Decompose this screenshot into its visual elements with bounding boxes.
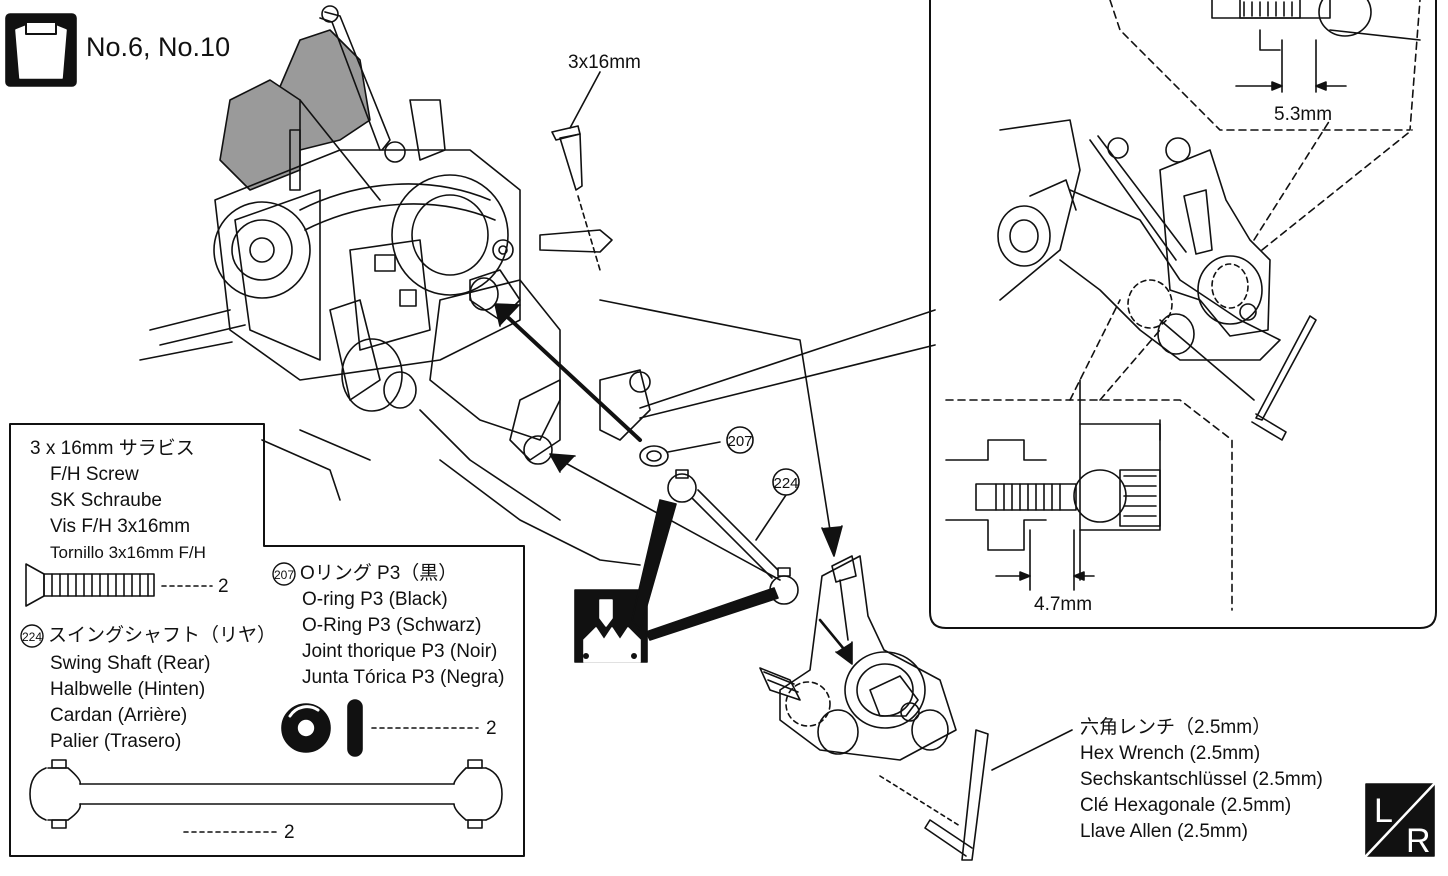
tool-name-es: Llave Allen (2.5mm) bbox=[1080, 821, 1248, 842]
panel-oring-number: 207 bbox=[274, 568, 294, 582]
shaft-name-jp: スイングシャフト（リヤ） bbox=[48, 625, 277, 646]
shaft-part bbox=[29, 759, 503, 829]
oring-part bbox=[281, 699, 363, 757]
tool-name-fr: Clé Hexagonale (2.5mm) bbox=[1080, 795, 1292, 816]
turnbuckle-rod bbox=[289, 5, 446, 201]
left-right-badge bbox=[1364, 782, 1436, 858]
bag-label: No.6, No.10 bbox=[86, 32, 231, 62]
screw-name-de: SK Schraube bbox=[50, 490, 162, 511]
shaft-name-en: Swing Shaft (Rear) bbox=[50, 653, 211, 674]
oring-name-jp: Oリング P3（黒） bbox=[300, 563, 458, 584]
rear-upright bbox=[779, 555, 957, 761]
screw-size-callout: 3x16mm bbox=[568, 52, 641, 73]
oring-qty: 2 bbox=[486, 718, 497, 739]
wrench-leader bbox=[991, 729, 1073, 771]
parts-panel-frame bbox=[9, 423, 525, 857]
hex-wrench-main bbox=[879, 729, 989, 861]
oring-name-es: Junta Tórica P3 (Negra) bbox=[302, 667, 505, 688]
screw-qty: 2 bbox=[218, 576, 229, 597]
shaft-name-de: Halbwelle (Hinten) bbox=[50, 679, 206, 700]
set-screw-main bbox=[759, 667, 801, 701]
oring-main bbox=[639, 441, 721, 467]
oring-name-en: O-ring P3 (Black) bbox=[302, 589, 448, 610]
screw-name-es: Tornillo 3x16mm F/H bbox=[50, 543, 206, 562]
tool-name-de: Sechskantschlüssel (2.5mm) bbox=[1080, 769, 1323, 790]
grease-pictogram bbox=[574, 499, 779, 663]
tool-name-jp: 六角レンチ（2.5mm） bbox=[1080, 717, 1272, 738]
shaft-number-text: 224 bbox=[773, 475, 798, 492]
inset-dimension-top: 5.3mm bbox=[1274, 104, 1333, 125]
oring-number-badge: 207 bbox=[726, 426, 754, 454]
oring-number-text: 207 bbox=[727, 433, 752, 450]
oring-name-fr: Joint thorique P3 (Noir) bbox=[302, 641, 498, 662]
shaft-number-badge: 224 bbox=[772, 468, 800, 496]
screw-name-jp: 3 x 16mm サラビス bbox=[30, 438, 195, 459]
gear-housing bbox=[213, 29, 561, 441]
screw-main bbox=[551, 71, 601, 271]
assembly-arrows bbox=[494, 299, 853, 665]
shaft-name-fr: Cardan (Arrière) bbox=[50, 705, 188, 726]
tool-name-en: Hex Wrench (2.5mm) bbox=[1080, 743, 1261, 764]
inset-dimension-bottom: 4.7mm bbox=[1034, 594, 1093, 615]
shaft-name-es: Palier (Trasero) bbox=[50, 731, 182, 752]
screw-part bbox=[25, 563, 155, 607]
inset-leaders bbox=[639, 0, 936, 419]
shaft-qty: 2 bbox=[284, 822, 295, 843]
chassis-plate bbox=[139, 309, 641, 566]
swing-shaft-main bbox=[667, 469, 799, 605]
panel-shaft-badge: 224 bbox=[20, 624, 44, 648]
screw-name-en: F/H Screw bbox=[50, 464, 139, 485]
badge-right-letter: R bbox=[1406, 822, 1431, 860]
oring-name-de: O-Ring P3 (Schwarz) bbox=[302, 615, 482, 636]
screw-name-fr: Vis F/H 3x16mm bbox=[50, 516, 191, 537]
panel-oring-badge: 207 bbox=[272, 562, 296, 586]
parts-bag-icon bbox=[5, 13, 77, 87]
badge-left-letter: L bbox=[1374, 792, 1393, 830]
panel-shaft-number: 224 bbox=[22, 630, 42, 644]
inset-panel bbox=[929, 0, 1437, 629]
